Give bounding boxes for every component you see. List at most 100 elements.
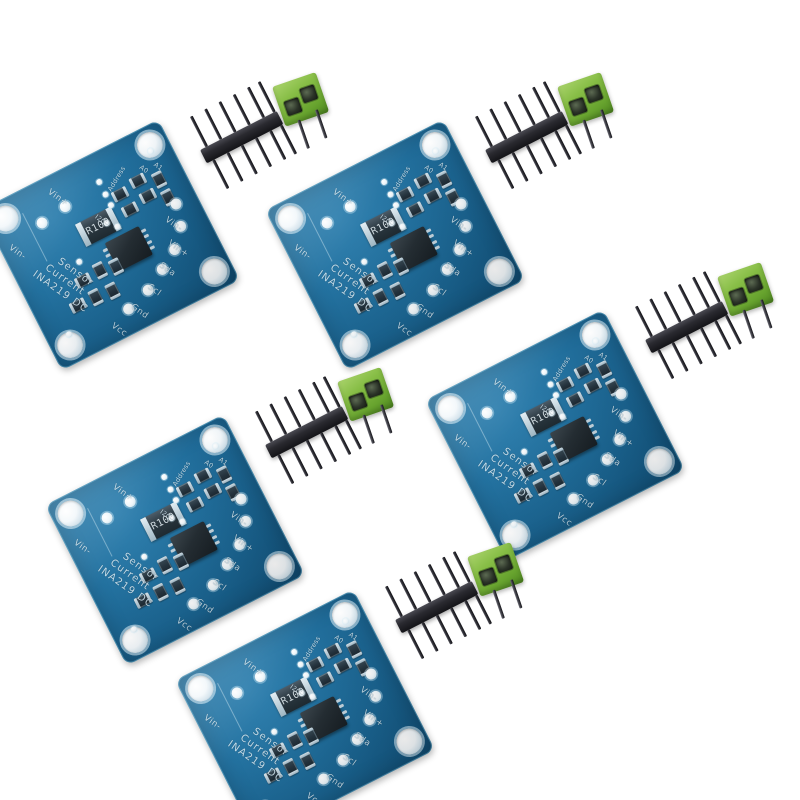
pad-vin-minus (479, 405, 495, 421)
smd-component (87, 287, 105, 307)
smd-component (405, 200, 425, 219)
pad-vin-minus (34, 215, 50, 231)
ina219-board: R100 (425, 309, 685, 561)
pad-vin-minus (319, 215, 335, 231)
smd-component (315, 670, 335, 689)
label-gnd: Gnd (128, 302, 151, 322)
header-pin (634, 305, 654, 338)
label-vcc: Vcc (109, 320, 129, 339)
mounting-hole-tl (0, 201, 24, 236)
mounting-hole-br (641, 444, 677, 479)
address-jumper-pad[interactable] (101, 190, 109, 199)
header-pin (649, 298, 668, 331)
screw-terminal-lead (362, 414, 376, 444)
smd-component (120, 200, 140, 219)
header-pin (254, 137, 273, 168)
smd-component (333, 657, 353, 675)
mounting-hole-tl (273, 201, 309, 236)
shunt-resistor-label: R100 (369, 215, 398, 238)
label-gnd: Gnd (193, 597, 216, 617)
address-jumper-pad[interactable] (302, 671, 310, 679)
header-pin (232, 93, 252, 126)
header-pin (384, 585, 404, 618)
smd-component (185, 495, 205, 514)
header-pin (435, 614, 454, 645)
mounting-hole-tl (183, 671, 219, 706)
pad-vin-minus (99, 510, 115, 526)
header-pin (517, 93, 537, 126)
label-vin-minus-top: Vin- (71, 538, 93, 558)
shunt-resistor-label: R100 (84, 215, 113, 238)
address-jumper-pad[interactable] (386, 190, 394, 199)
mounting-hole-tl (53, 496, 89, 531)
label-sda: Sda (442, 260, 463, 280)
screw-terminal-lead (742, 309, 756, 339)
mounting-hole-br (391, 724, 427, 759)
test-point (540, 368, 548, 376)
header-pin (525, 144, 544, 175)
ina219-board: R100 (265, 119, 525, 371)
header-pin (699, 327, 718, 358)
header-pin (671, 341, 689, 372)
header-pin (226, 151, 244, 182)
header-pin (677, 283, 697, 316)
header-pin (240, 144, 259, 175)
smd-component (138, 187, 158, 205)
label-a1: A1 (437, 160, 450, 173)
ic-legs-right (425, 226, 441, 251)
ic-legs-right (205, 521, 221, 546)
header-pin (212, 159, 230, 190)
smd-component (286, 730, 304, 750)
label-gnd: Gnd (573, 492, 596, 512)
smd-component (345, 639, 363, 660)
smd-component (150, 169, 168, 190)
label-vin-plus-right: Vin+ (610, 428, 636, 450)
mounting-hole-tr (327, 597, 363, 633)
smd-component (565, 390, 585, 409)
label-vin-plus-right: Vin+ (450, 238, 476, 260)
header-pin (474, 115, 494, 148)
smd-component (536, 450, 554, 470)
header-pin (407, 629, 425, 660)
header-pin (449, 607, 468, 638)
label-gnd: Gnd (323, 772, 346, 792)
header-pin (489, 108, 508, 141)
header-pin (291, 446, 309, 477)
label-sda: Sda (352, 730, 373, 750)
smd-component (389, 281, 407, 301)
label-sda: Sda (602, 450, 623, 470)
screw-terminal-lead (297, 119, 311, 149)
label-vcc: Vcc (304, 790, 324, 800)
header-pin (305, 439, 324, 470)
test-point (360, 257, 368, 266)
label-vin-plus-right: Vin+ (230, 533, 256, 555)
screw-terminal-lead (582, 119, 596, 149)
address-jumper-pad[interactable] (172, 496, 180, 504)
address-jumper-pad[interactable] (166, 485, 174, 494)
header-pin (277, 454, 295, 485)
label-scl: Scl (430, 282, 449, 299)
label-scl: Scl (145, 282, 164, 299)
header-pin (204, 108, 223, 141)
smd-component (372, 287, 390, 307)
label-a1: A1 (347, 630, 360, 643)
mounting-hole-br (261, 549, 297, 584)
address-jumper-pad[interactable] (107, 201, 115, 209)
header-pin (283, 395, 302, 428)
address-jumper-pad[interactable] (392, 201, 400, 209)
header-pin (503, 100, 522, 133)
header-pin (685, 334, 704, 365)
label-scl: Scl (590, 472, 609, 489)
header-pin (269, 403, 288, 436)
ina219-board: R100 (45, 414, 305, 666)
address-jumper-pad[interactable] (552, 391, 560, 399)
address-jumper-pad[interactable] (546, 380, 554, 389)
label-vin-plus-right: Vin+ (360, 708, 386, 730)
smd-component (156, 555, 174, 575)
ic-legs-right (140, 226, 156, 251)
label-vin-plus-right: Vin+ (165, 238, 191, 260)
label-vcc: Vcc (554, 510, 574, 529)
address-jumper-pad[interactable] (296, 660, 304, 669)
mounting-hole-tr (197, 422, 233, 458)
